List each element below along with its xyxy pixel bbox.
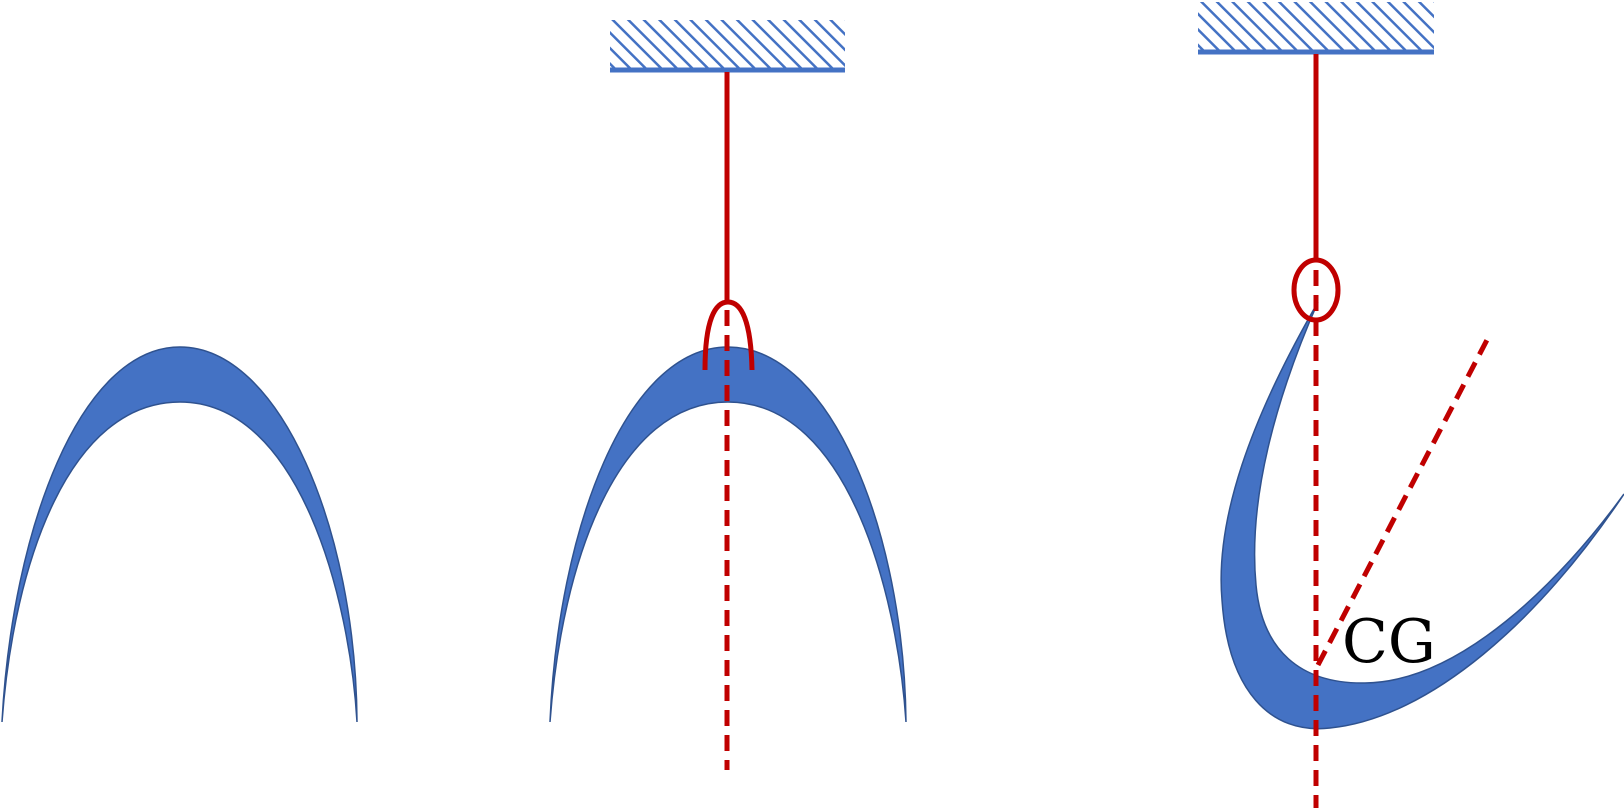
panel-hung-at-tip <box>1198 2 1624 808</box>
arch-shape <box>549 346 907 723</box>
ceiling-support <box>1198 2 1434 50</box>
arch-shape <box>1 346 358 723</box>
hook-loop <box>702 299 755 371</box>
plumb-line-original-axis <box>1315 336 1491 667</box>
panel-free-shape <box>1 346 358 723</box>
center-of-gravity-label: CG <box>1342 607 1436 677</box>
panel-hung-at-apex <box>549 20 907 770</box>
ceiling-support <box>610 20 845 68</box>
